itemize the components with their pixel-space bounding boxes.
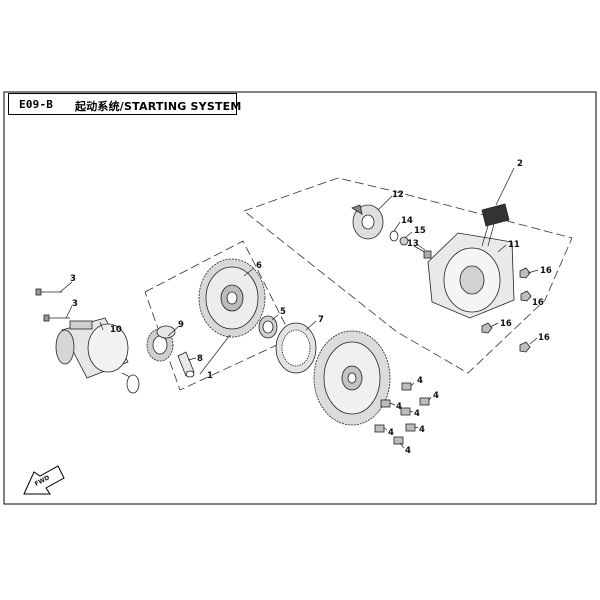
starter-gear bbox=[198, 258, 266, 338]
leader-lines bbox=[59, 167, 539, 449]
washer bbox=[389, 230, 399, 242]
callout-4c: 4 bbox=[396, 402, 402, 412]
bolts-4 bbox=[374, 382, 430, 445]
callout-4f: 4 bbox=[419, 425, 425, 435]
callout-4b: 4 bbox=[433, 391, 439, 401]
callout-14: 14 bbox=[401, 216, 413, 226]
callout-9: 9 bbox=[178, 320, 184, 330]
callout-11: 11 bbox=[508, 240, 520, 250]
callout-4d: 4 bbox=[414, 409, 420, 419]
starter-motor bbox=[55, 317, 140, 394]
callout-16a: 16 bbox=[540, 266, 552, 276]
bolt-3-upper bbox=[35, 288, 62, 296]
callout-2: 2 bbox=[517, 159, 523, 169]
callout-10: 10 bbox=[110, 325, 122, 335]
callout-5: 5 bbox=[280, 307, 286, 317]
callout-6: 6 bbox=[256, 261, 262, 271]
callout-16b: 16 bbox=[532, 298, 544, 308]
callout-4g: 4 bbox=[405, 446, 411, 456]
recoil-cover bbox=[427, 232, 515, 319]
shaft bbox=[177, 351, 195, 378]
recoil-handle bbox=[481, 203, 510, 247]
callout-1: 1 bbox=[207, 371, 213, 381]
diagram-code: E09-B bbox=[19, 98, 54, 111]
callout-7: 7 bbox=[318, 315, 324, 325]
callout-13: 13 bbox=[407, 239, 419, 249]
callout-3b: 3 bbox=[72, 299, 78, 309]
callout-4a: 4 bbox=[417, 376, 423, 386]
callout-15: 15 bbox=[414, 226, 426, 236]
outer-border bbox=[3, 91, 597, 505]
flywheel bbox=[313, 330, 391, 426]
pulley-bolt bbox=[413, 245, 432, 259]
fwd-arrow bbox=[23, 465, 65, 495]
idler-gear bbox=[146, 325, 176, 362]
needle-bearing bbox=[258, 315, 278, 339]
one-way-clutch bbox=[275, 322, 317, 374]
callout-8: 8 bbox=[197, 354, 203, 364]
callout-12: 12 bbox=[392, 190, 404, 200]
callout-3a: 3 bbox=[70, 274, 76, 284]
callout-16c: 16 bbox=[500, 319, 512, 329]
recoil-group-outline bbox=[243, 177, 573, 374]
starter-pulley bbox=[351, 204, 384, 240]
callout-4e: 4 bbox=[388, 428, 394, 438]
diagram-title: 起动系统/STARTING SYSTEM bbox=[75, 100, 242, 113]
nuts-16 bbox=[481, 267, 532, 353]
spring-washer bbox=[399, 236, 409, 246]
title-box: E09-B 起动系统/STARTING SYSTEM bbox=[8, 93, 241, 115]
callout-16d: 16 bbox=[538, 333, 550, 343]
